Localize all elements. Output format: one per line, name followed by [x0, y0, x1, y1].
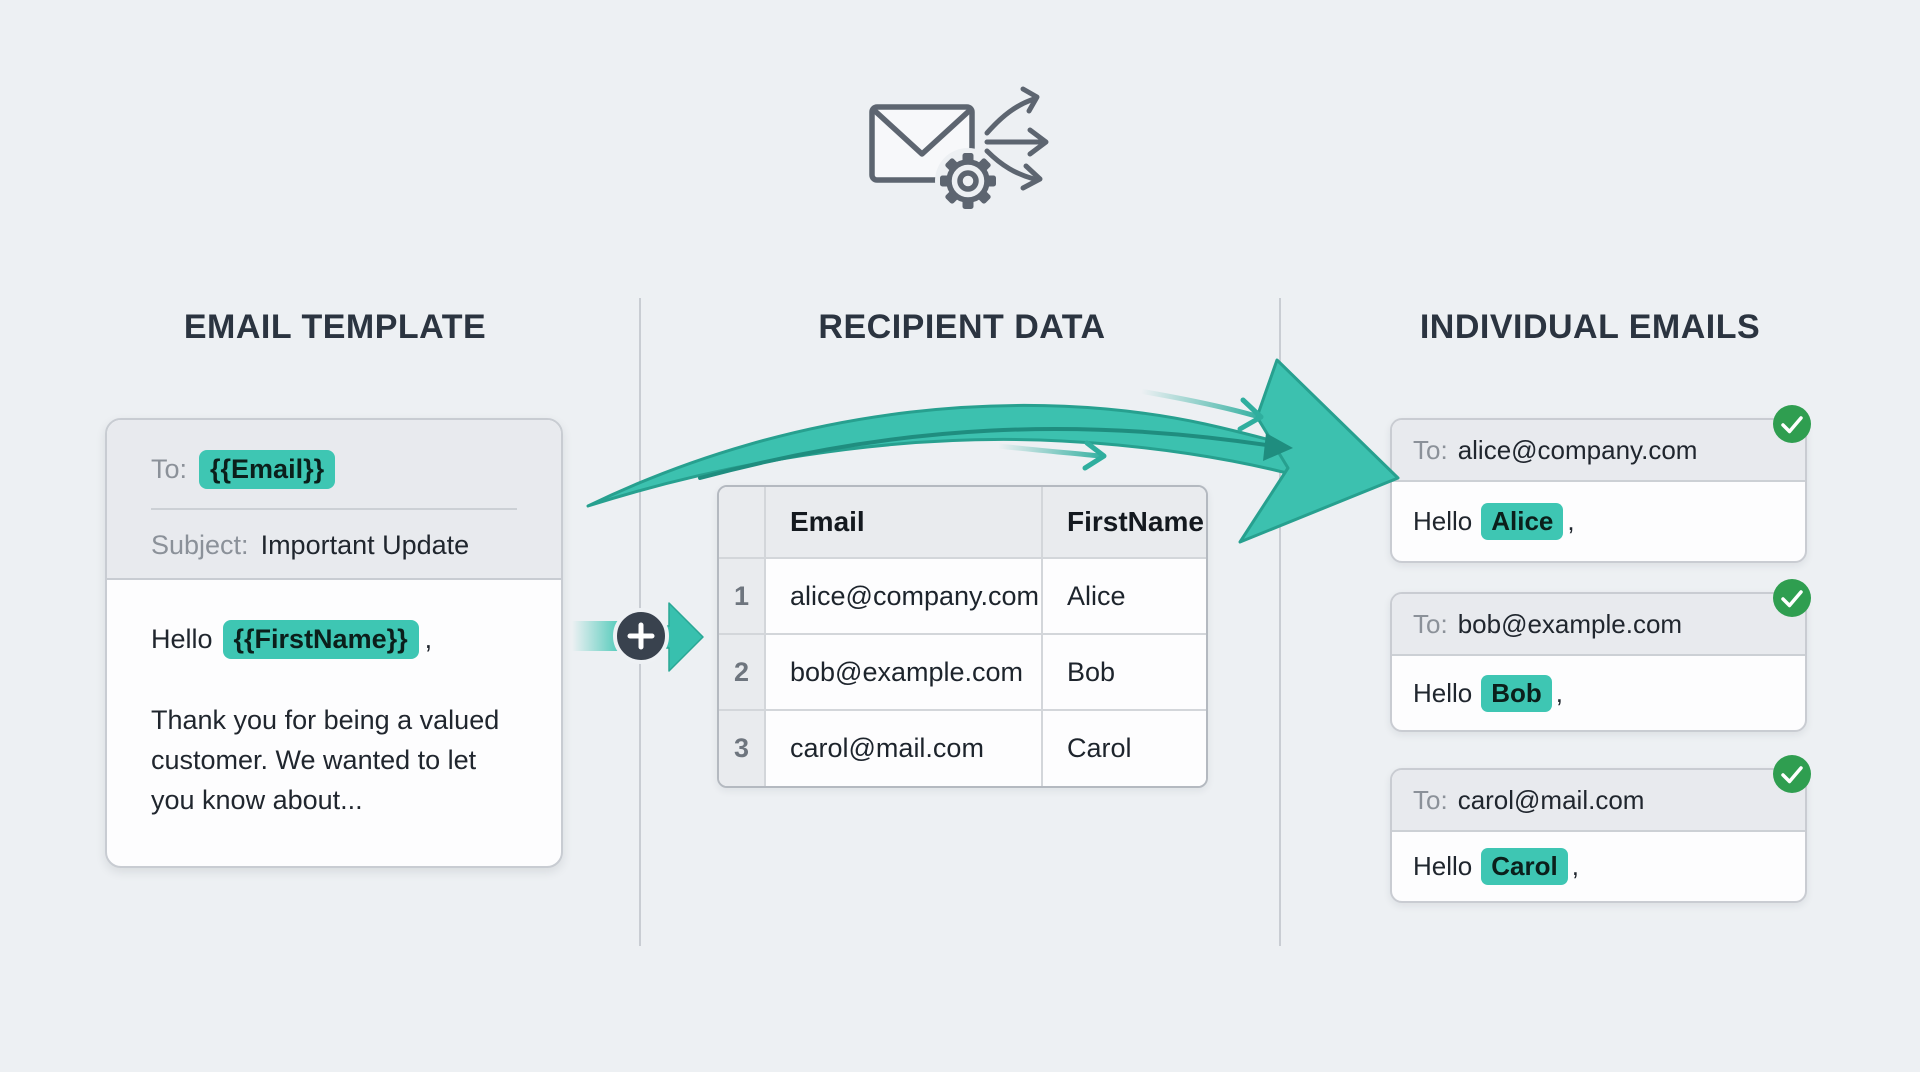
greeting-prefix: Hello — [151, 624, 213, 654]
plus-icon — [613, 608, 669, 664]
envelope-flap — [872, 108, 972, 157]
email-merge-token: {{Email}} — [199, 450, 336, 489]
merged-name: Bob — [1481, 674, 1552, 712]
greeting-suffix: , — [1567, 506, 1575, 536]
envelope-gear-icon — [869, 86, 1049, 214]
table-cell-firstname: Bob — [1043, 635, 1206, 711]
table-cell-firstname: Carol — [1043, 711, 1206, 786]
template-body-text: Thank you for being a valued customer. W… — [151, 705, 500, 815]
template-greeting: Hello {{FirstName}} , — [151, 620, 432, 659]
check-icon — [1773, 405, 1811, 443]
row-number: 1 — [719, 559, 766, 635]
email-card-header: To: alice@company.com — [1392, 420, 1805, 482]
email-template-card: To: {{Email}} Subject: Important Update H… — [105, 418, 563, 868]
table-cell-email: bob@example.com — [766, 635, 1043, 711]
email-card-header: To: carol@mail.com — [1392, 770, 1805, 832]
email-card-header: To: bob@example.com — [1392, 594, 1805, 656]
motion-arrow-top — [1137, 388, 1264, 432]
motion-arrow-bottom — [995, 440, 1107, 471]
connector-trail — [572, 621, 618, 651]
table-header-firstname: FirstName — [1043, 487, 1206, 559]
template-header-divider — [151, 508, 517, 510]
individual-email-card: To: alice@company.com Hello Alice , — [1390, 405, 1811, 563]
table-cell-firstname: Alice — [1043, 559, 1206, 635]
to-label: To: — [1413, 784, 1448, 815]
individual-emails-heading: INDIVIDUAL EMAILS — [1419, 308, 1761, 346]
email-card-body: Hello Alice , — [1392, 482, 1805, 561]
swoosh-inner-line — [698, 426, 1282, 480]
email-to-address: bob@example.com — [1457, 608, 1683, 639]
template-card-header: To: {{Email}} Subject: Important Update — [107, 420, 561, 580]
email-card-body: Hello Bob , — [1392, 656, 1805, 730]
firstname-merge-token: {{FirstName}} — [222, 620, 419, 659]
row-number: 2 — [719, 635, 766, 711]
individual-email-card: To: carol@mail.com Hello Carol , — [1390, 755, 1811, 903]
greeting-prefix: Hello — [1413, 851, 1473, 881]
email-to-address: carol@mail.com — [1457, 784, 1645, 815]
recipient-table: Email FirstName 1 alice@company.com Alic… — [717, 485, 1208, 788]
greeting-prefix: Hello — [1413, 677, 1473, 708]
check-icon — [1773, 755, 1811, 793]
subject-label: Subject: — [151, 530, 249, 560]
table-cell-email: carol@mail.com — [766, 711, 1043, 786]
to-label: To: — [151, 454, 188, 484]
gear-icon — [940, 153, 996, 209]
fanout-arrows-icon — [984, 86, 1049, 191]
table-corner-cell — [719, 487, 766, 559]
table-header-email: Email — [766, 487, 1043, 559]
template-subject-row: Subject: Important Update — [151, 530, 469, 561]
greeting-suffix: , — [1571, 851, 1579, 881]
swoosh-head — [1238, 358, 1400, 544]
section-divider-right — [1279, 298, 1281, 946]
to-label: To: — [1413, 434, 1448, 465]
email-template-heading: EMAIL TEMPLATE — [183, 308, 487, 346]
email-to-address: alice@company.com — [1457, 434, 1698, 465]
check-icon — [1773, 579, 1811, 617]
merged-name: Carol — [1481, 848, 1568, 885]
individual-email-card: To: bob@example.com Hello Bob , — [1390, 579, 1811, 732]
greeting-suffix: , — [424, 624, 433, 654]
row-number: 3 — [719, 711, 766, 786]
table-cell-email: alice@company.com — [766, 559, 1043, 635]
email-card-body: Hello Carol , — [1392, 832, 1805, 901]
merged-name: Alice — [1481, 503, 1564, 540]
to-label: To: — [1413, 608, 1448, 639]
subject-value: Important Update — [260, 530, 470, 560]
greeting-prefix: Hello — [1413, 506, 1473, 536]
template-to-row: To: {{Email}} — [151, 450, 336, 489]
recipient-data-heading: RECIPIENT DATA — [818, 308, 1106, 346]
greeting-suffix: , — [1555, 677, 1564, 708]
swoosh-inner-arrowhead — [1263, 433, 1293, 461]
